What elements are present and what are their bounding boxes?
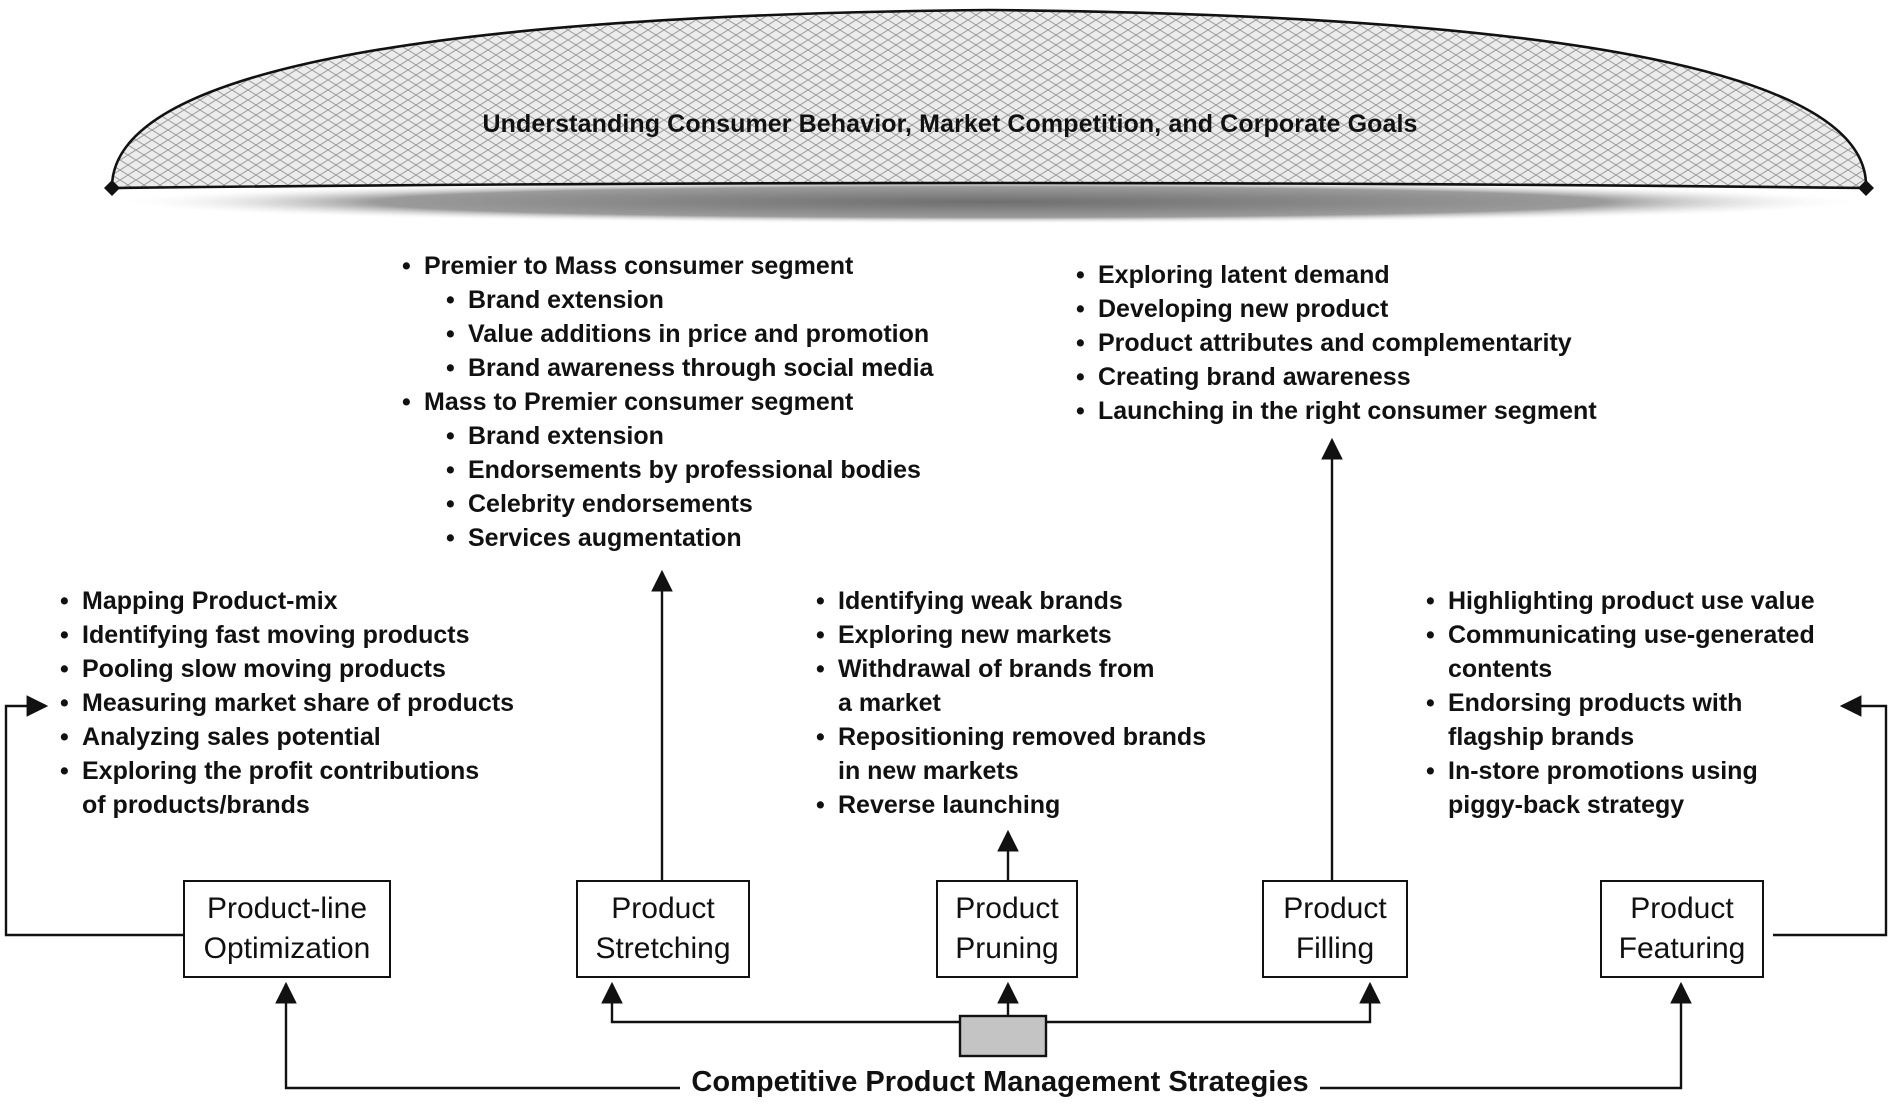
box-label-line1: Product — [1283, 892, 1387, 925]
featuring-list: Highlighting product use value Communica… — [1426, 584, 1815, 822]
product-stretching-box: Product Stretching — [576, 880, 750, 978]
product-pruning-box: Product Pruning — [936, 880, 1078, 978]
box-label-line2: Pruning — [955, 932, 1059, 965]
list-item: Measuring market share of products — [60, 686, 514, 720]
product-line-optimization-box: Product-line Optimization — [183, 880, 391, 978]
list-item: Identifying weak brands — [816, 584, 1206, 618]
list-item-continuation: of products/brands — [82, 791, 310, 819]
list-item-continuation: piggy-back strategy — [1448, 791, 1685, 819]
root-to-optimization — [275, 981, 680, 1090]
box-label-line2: Featuring — [1618, 932, 1746, 965]
goal-label: Understanding Consumer Behavior, Market … — [482, 110, 1418, 138]
list-item: Analyzing sales potential — [60, 720, 514, 754]
list-item: Creating brand awareness — [1076, 360, 1597, 394]
pruning-list: Identifying weak brands Exploring new ma… — [816, 584, 1206, 822]
root-to-featuring — [1320, 981, 1692, 1090]
list-item-continuation: in new markets — [838, 757, 1019, 785]
list-item: Value additions in price and promotion — [446, 317, 933, 351]
box-label-line2: Filling — [1295, 932, 1375, 965]
list-item: Developing new product — [1076, 292, 1597, 326]
optimization-list: Mapping Product-mix Identifying fast mov… — [60, 584, 514, 822]
list-item: Exploring new markets — [816, 618, 1206, 652]
dome-left-tip — [104, 180, 120, 196]
list-item: Premier to Mass consumer segment Brand e… — [402, 249, 933, 385]
list-item: Withdrawal of brands from — [816, 652, 1206, 686]
list-item-continuation: a market — [838, 689, 941, 717]
box-label-line2: Optimization — [203, 932, 371, 965]
box-label-line1: Product-line — [206, 892, 368, 925]
filling-list: Exploring latent demand Developing new p… — [1076, 258, 1597, 428]
product-filling-box: Product Filling — [1262, 880, 1408, 978]
box-label-line1: Product — [611, 892, 715, 925]
list-item: Endorsing products with — [1426, 686, 1815, 720]
dome-shadow — [110, 180, 1870, 224]
list-item: Mapping Product-mix — [60, 584, 514, 618]
box-label-line1: Product — [955, 892, 1059, 925]
list-item-continuation: contents — [1448, 655, 1553, 683]
box-label-line2: Stretching — [595, 932, 731, 965]
featuring-arrow — [1773, 695, 1888, 937]
list-item-continuation: flagship brands — [1448, 723, 1635, 751]
root-to-filling — [1022, 981, 1381, 1024]
stretching-group2-heading: Mass to Premier consumer segment — [424, 388, 854, 416]
root-to-stretching — [601, 981, 994, 1024]
list-item: Exploring latent demand — [1076, 258, 1597, 292]
optimization-arrow — [4, 695, 183, 937]
list-item: Reverse launching — [816, 788, 1206, 822]
list-item: Mass to Premier consumer segment Brand e… — [402, 385, 933, 555]
stretching-list: Premier to Mass consumer segment Brand e… — [402, 249, 933, 555]
list-item: Repositioning removed brands — [816, 720, 1206, 754]
box-label-line1: Product — [1630, 892, 1734, 925]
root-label: Competitive Product Management Strategie… — [680, 1066, 1320, 1099]
list-item: Brand extension — [446, 419, 933, 453]
list-item: In-store promotions using — [1426, 754, 1815, 788]
list-item: Endorsements by professional bodies — [446, 453, 933, 487]
list-item: Services augmentation — [446, 521, 933, 555]
list-item: Brand awareness through social media — [446, 351, 933, 385]
goal-dome — [110, 8, 1868, 190]
list-item: Highlighting product use value — [1426, 584, 1815, 618]
list-item: Pooling slow moving products — [60, 652, 514, 686]
stretching-group1-heading: Premier to Mass consumer segment — [424, 252, 854, 280]
list-item: Communicating use-generated — [1426, 618, 1815, 652]
list-item: Brand extension — [446, 283, 933, 317]
list-item: Identifying fast moving products — [60, 618, 514, 652]
list-item: Launching in the right consumer segment — [1076, 394, 1597, 428]
list-item: Celebrity endorsements — [446, 487, 933, 521]
list-item: Exploring the profit contributions — [60, 754, 514, 788]
dome-right-tip — [1858, 180, 1874, 196]
root-connector-block — [958, 1014, 1048, 1058]
list-item: Product attributes and complementarity — [1076, 326, 1597, 360]
product-featuring-box: Product Featuring — [1600, 880, 1764, 978]
